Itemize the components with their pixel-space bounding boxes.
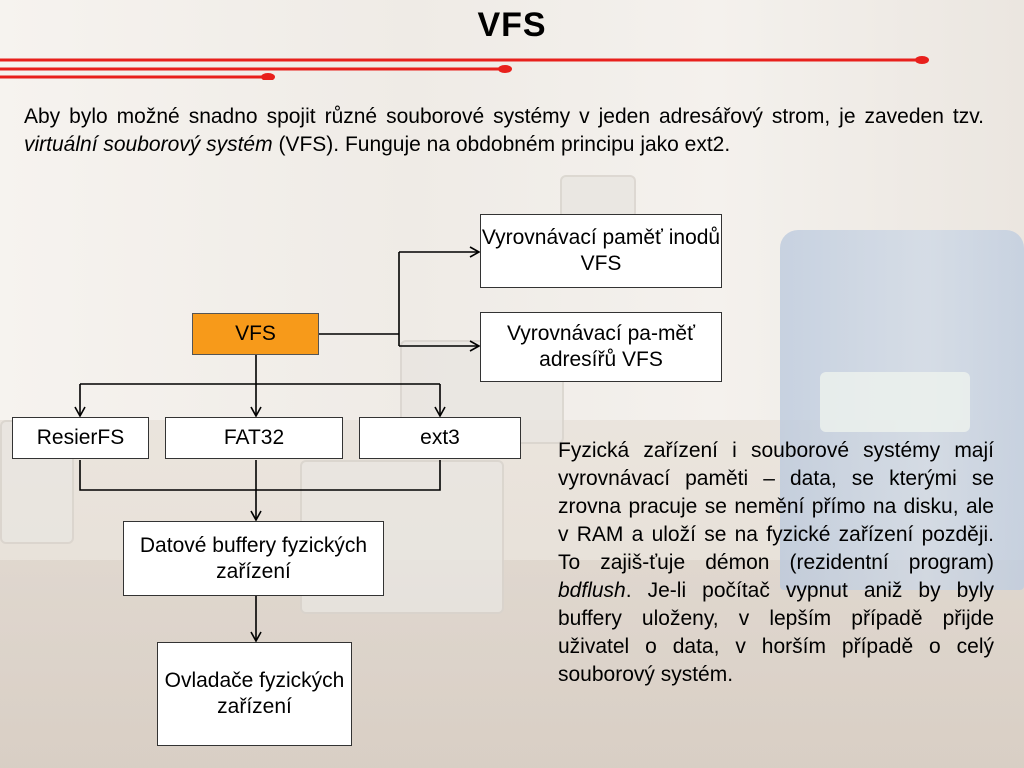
page-title: VFS (477, 6, 547, 44)
fat32-box: FAT32 (165, 417, 343, 459)
drivers-box: Ovladače fyzických zařízení (157, 642, 352, 746)
vfs-box: VFS (192, 313, 319, 355)
inode-cache-box: Vyrovnávací paměť inodů VFS (480, 214, 722, 288)
ext3-box: ext3 (359, 417, 521, 459)
data-buffers-box: Datové buffery fyzických zařízení (123, 521, 384, 596)
side-paragraph: Fyzická zařízení i souborové systémy maj… (558, 437, 994, 689)
side-text-start: Fyzická zařízení i souborové systémy maj… (558, 439, 994, 574)
intro-paragraph: Aby bylo možné snadno spojit různé soubo… (24, 103, 984, 159)
intro-text-end: (VFS). Funguje na obdobném principu jako… (272, 133, 731, 156)
side-text-end: . Je-li počítač vypnut aniž by byly buff… (558, 579, 994, 686)
intro-text-start: Aby bylo možné snadno spojit různé soubo… (24, 105, 984, 128)
directory-cache-box: Vyrovnávací pa-měť adresířů VFS (480, 312, 722, 382)
resierfs-box: ResierFS (12, 417, 149, 459)
connector-fs-merge (79, 460, 441, 491)
decorative-red-lines (0, 56, 929, 80)
intro-emphasis: virtuální souborový systém (24, 133, 273, 156)
side-emphasis: bdflush (558, 579, 626, 602)
